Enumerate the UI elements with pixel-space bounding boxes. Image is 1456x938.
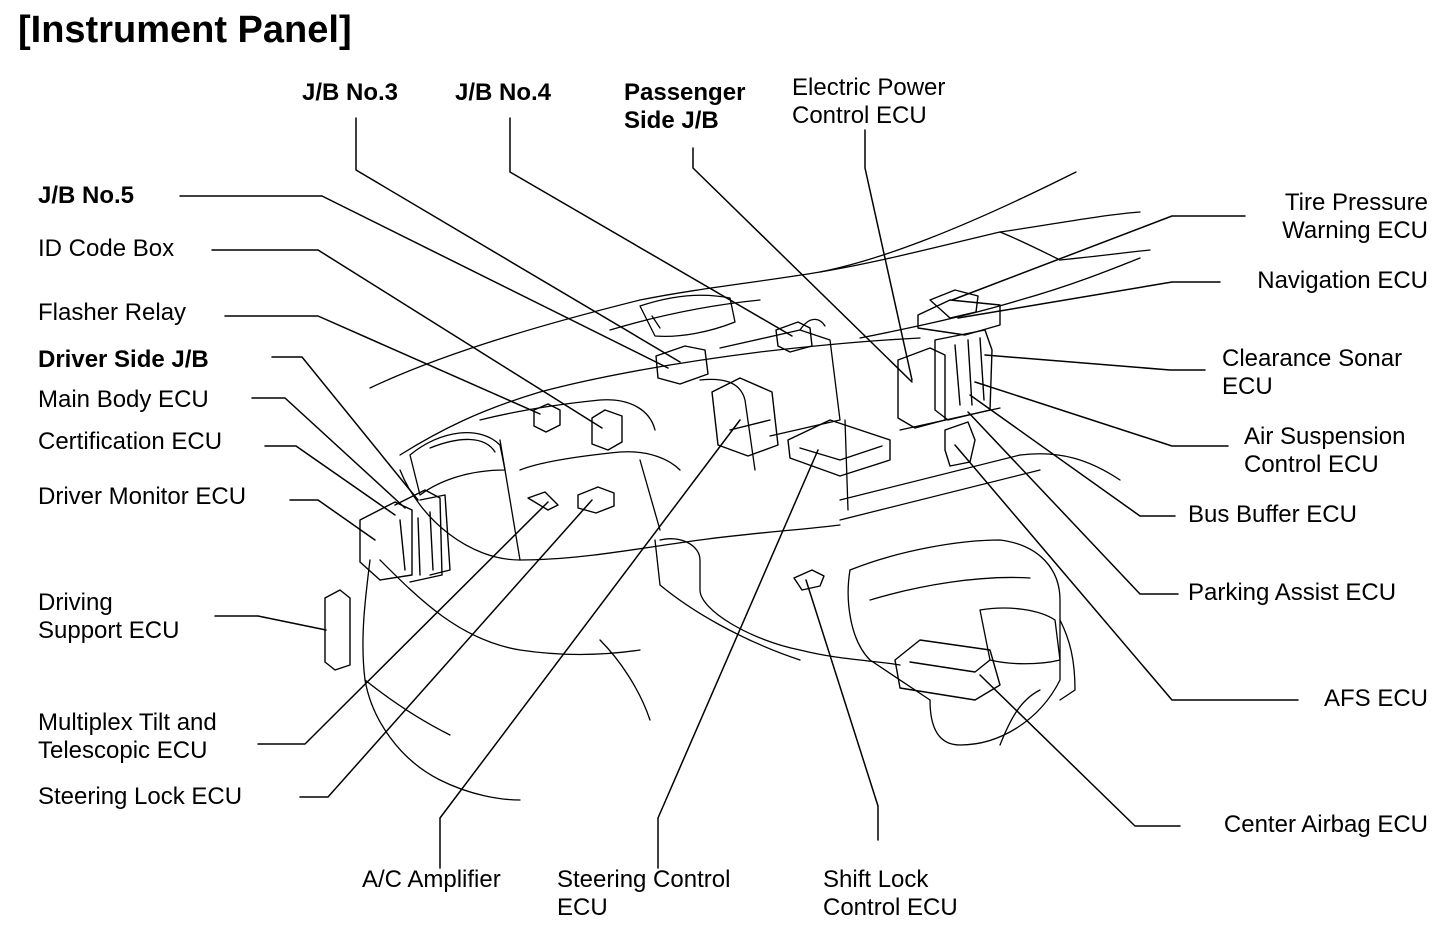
label-afs-ecu: AFS ECU [1323,685,1428,712]
leader-passenger-jb [692,147,913,383]
label-tire-pressure-ecu: Tire Pressure Warning ECU [1282,189,1428,244]
leader-driver-monitor-ecu [289,499,376,541]
eps-ecu-shape [897,347,946,429]
label-jb5: J/B No.5 [38,182,135,209]
ac-amplifier-shape [711,377,779,457]
navigation-ecu-shape [917,299,1001,336]
label-jb3: J/B No.3 [302,79,399,106]
leader-flasher-relay [224,315,541,415]
leader-center-airbag [979,674,1181,827]
leader-lines [179,117,1299,869]
leader-ac-amplifier [439,419,741,869]
jb3-shape [655,345,709,385]
leader-jb3 [355,117,681,363]
leader-navigation [957,281,1221,319]
leader-jb5 [179,195,669,369]
leader-steering-lock [299,499,593,798]
leader-afs [954,444,1299,701]
label-flasher-relay: Flasher Relay [38,299,187,326]
steering-lock-shape [577,486,615,514]
label-jb4: J/B No.4 [455,79,552,106]
label-parking-assist-ecu: Parking Assist ECU [1188,579,1397,606]
leader-steering-control [657,449,819,869]
label-navigation-ecu: Navigation ECU [1257,267,1428,294]
center-airbag-ecu-shape [894,639,1001,701]
label-main-body-ecu: Main Body ECU [38,386,209,413]
driver-side-jb-shape [359,501,413,581]
leader-driver-jb [271,356,419,501]
main-body-ecu-shape [394,489,443,583]
jb4-shape [775,321,813,353]
afs-ecu-shape [944,421,976,467]
label-steering-lock-ecu: Steering Lock ECU [38,783,243,810]
label-shift-lock-ecu: Shift Lock Control ECU [823,866,958,921]
label-air-suspension-ecu: Air Suspension Control ECU [1244,423,1406,478]
dashboard-outline [362,171,1151,801]
label-multiplex-tilt-ecu: Multiplex Tilt and Telescopic ECU [38,709,217,764]
leader-clearance-sonar [984,354,1206,371]
label-ac-amplifier: A/C Amplifier [362,866,501,893]
leader-jb4 [509,117,793,337]
multiplex-tilt-shape [527,491,559,511]
label-passenger-jb: Passenger Side J/B [624,79,746,134]
leader-id-code-box [211,249,603,429]
leader-eps-ecu [864,129,913,381]
leader-certification-ecu [264,445,396,516]
label-eps-ecu: Electric Power Control ECU [792,74,946,129]
label-certification-ecu: Certification ECU [38,428,223,455]
leader-air-suspension [974,381,1229,447]
tire-pressure-ecu-shape [929,289,979,319]
shift-lock-shape [793,569,825,591]
label-center-airbag-ecu: Center Airbag ECU [1223,811,1428,838]
label-driver-jb: Driver Side J/B [38,346,209,373]
id-code-box-shape [591,409,623,451]
leader-multiplex-tilt [257,501,549,745]
leader-driving-support-ecu [214,615,327,631]
steering-control-ecu-shape [787,419,891,477]
clearance-sonar-shape [934,329,993,421]
label-clearance-sonar-ecu: Clearance Sonar ECU [1222,345,1403,400]
leader-main-body-ecu [251,397,406,509]
flasher-relay-shape [533,403,561,433]
leader-bus-buffer [969,394,1176,517]
label-driving-support-ecu: Driving Support ECU [38,589,180,644]
components [324,289,1001,701]
leader-shift-lock [805,579,879,841]
leader-parking-assist [967,411,1179,595]
driving-support-ecu-shape [324,589,351,671]
label-bus-buffer-ecu: Bus Buffer ECU [1188,501,1357,528]
label-steering-control-ecu: Steering Control ECU [557,866,731,921]
leader-tire-pressure [951,215,1246,301]
label-driver-monitor-ecu: Driver Monitor ECU [38,483,247,510]
label-id-code-box: ID Code Box [38,235,175,262]
diagram-title: [Instrument Panel] [18,9,352,51]
